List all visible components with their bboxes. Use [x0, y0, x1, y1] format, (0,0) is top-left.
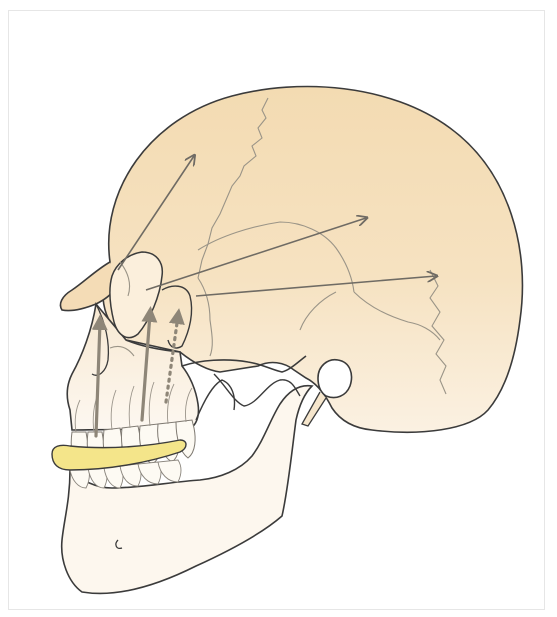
- styloid-process: [302, 392, 326, 426]
- coronoid-process: [196, 380, 235, 420]
- mastoid-process: [318, 360, 352, 398]
